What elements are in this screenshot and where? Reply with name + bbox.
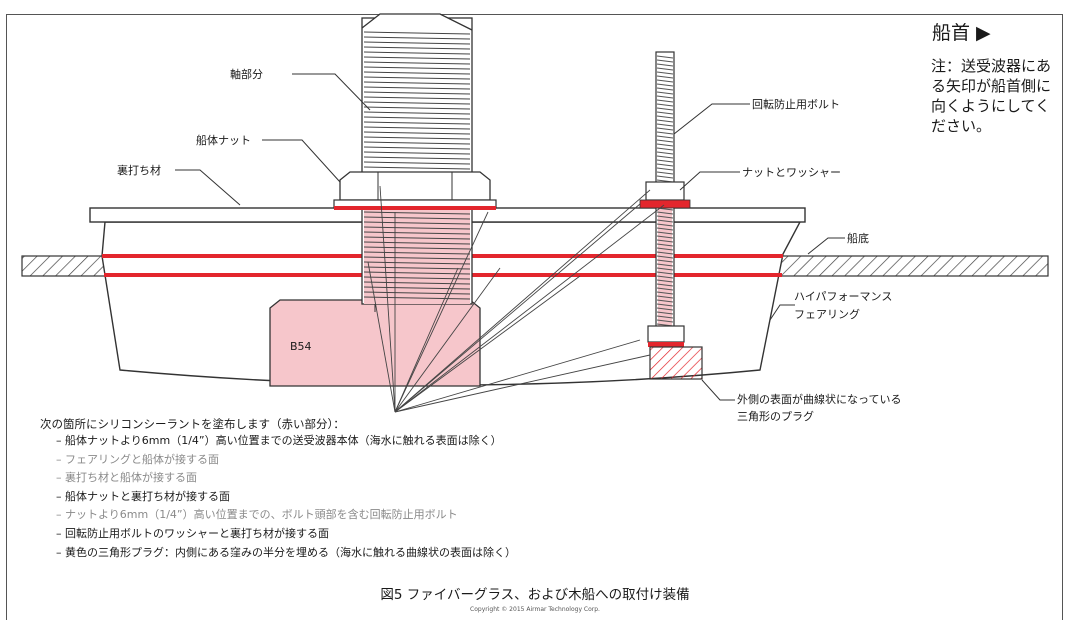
copyright-notice: Copyright © 2015 Airmar Technology Corp. (470, 606, 600, 613)
label-plug-line1: 外側の表面が曲線状になっている (737, 393, 902, 406)
frame-top-border (6, 14, 1063, 15)
transducer-shaft (361, 13, 473, 305)
frame-left-border (6, 14, 7, 620)
label-hull: 船底 (847, 232, 869, 245)
figure-caption: 図5 ファイバーグラス、および木船への取付け装備 (380, 587, 690, 603)
label-nut-washer: ナットとワッシャー (742, 166, 841, 179)
instruction-item: – 船体ナットと裏打ち材が接する面 (56, 489, 230, 503)
sealant-pointer-lines (367, 185, 665, 413)
bow-direction-label: 船首 ▶ (932, 22, 991, 44)
label-hull-nut: 船体ナット (196, 134, 251, 147)
orientation-note: 注：送受波器にある矢印が船首側に向くようにしてください。 (931, 57, 1052, 135)
label-fairing-line1: ハイパフォーマンス (794, 290, 893, 303)
instruction-item: – 船体ナットより6mm（1/4”）高い位置までの送受波器本体（海水に触れる表面… (56, 434, 502, 447)
model-label: B54 (290, 340, 312, 353)
instruction-item: – 黄色の三角形プラグ：内側にある窪みの半分を埋める（海水に触れる曲線状の表面は… (56, 545, 516, 559)
instruction-item: – フェアリングと船体が接する面 (56, 452, 219, 466)
anti-rotation-bolt (639, 51, 703, 380)
label-plug-line2: 三角形のプラグ (737, 410, 814, 423)
instruction-item: – ナットより6mm（1/4”）高い位置までの、ボルト頭部を含む回転防止用ボルト (56, 508, 458, 522)
transducer-housing (269, 299, 481, 387)
label-shaft: 軸部分 (230, 68, 263, 81)
label-anti-rotation-bolt: 回転防止用ボルト (752, 98, 840, 111)
frame-right-border (1062, 14, 1063, 620)
instructions-list: – 船体ナットより6mm（1/4”）高い位置までの送受波器本体（海水に触れる表面… (56, 432, 516, 562)
label-fairing-line2: フェアリング (794, 308, 860, 321)
instructions-title: 次の箇所にシリコンシーラントを塗布します（赤い部分）： (40, 417, 345, 431)
label-leaders (175, 73, 845, 401)
instruction-item: – 回転防止用ボルトのワッシャーと裏打ち材が接する面 (56, 526, 329, 540)
instruction-item: – 裏打ち材と船体が接する面 (56, 471, 197, 485)
triangular-plug (649, 346, 703, 380)
hull-nut (333, 171, 497, 210)
label-backing-block: 裏打ち材 (117, 164, 161, 177)
